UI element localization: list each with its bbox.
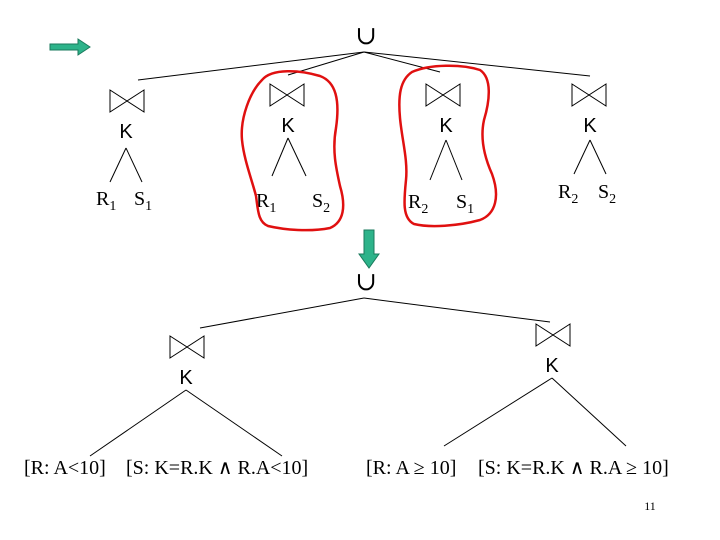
relation-left: R1 xyxy=(96,188,116,214)
join-key-label: K xyxy=(119,121,133,143)
down-arrow-icon xyxy=(358,229,380,269)
top-join-3: K R2 S1 xyxy=(398,64,498,228)
relation-right: S1 xyxy=(456,191,474,217)
top-union-edges xyxy=(137,51,591,81)
leaf-s-low: [S: K=R.K ∧ R.A<10] xyxy=(126,457,308,479)
highlight-outline xyxy=(240,69,345,232)
top-join-2: K R1 S2 xyxy=(240,69,345,232)
leaf-r-high: [R: A ≥ 10] xyxy=(366,457,456,479)
relation-left: R1 xyxy=(256,190,276,216)
highlight-outline xyxy=(398,64,498,228)
join-key-label: K xyxy=(583,115,597,137)
join-key-label: K xyxy=(281,115,295,137)
relation-right: S2 xyxy=(598,181,616,207)
join-key-label: K xyxy=(439,115,453,137)
bowtie-join-icon xyxy=(535,323,571,347)
join-key-label: K xyxy=(179,367,193,389)
relation-right: S1 xyxy=(134,188,152,214)
relation-left: R2 xyxy=(558,181,578,207)
leaf-s-high: [S: K=R.K ∧ R.A ≥ 10] xyxy=(478,457,669,479)
relation-right: S2 xyxy=(312,190,330,216)
top-union-symbol: ∪ xyxy=(355,21,377,50)
bottom-union-edges xyxy=(199,297,551,329)
join-key-label: K xyxy=(545,355,559,377)
bottom-leaf-labels: [R: A<10] [S: K=R.K ∧ R.A<10] [R: A ≥ 10… xyxy=(24,457,669,479)
pointer-arrow-icon xyxy=(49,38,91,56)
bowtie-join-icon xyxy=(169,335,205,359)
bowtie-join-icon xyxy=(109,89,145,113)
bottom-union-symbol: ∪ xyxy=(355,267,377,296)
top-join-4: K R2 S2 xyxy=(558,83,616,207)
bowtie-join-icon xyxy=(571,83,607,107)
leaf-r-low: [R: A<10] xyxy=(24,457,106,479)
top-join-1: K R1 S1 xyxy=(96,89,152,214)
bottom-join-2: K xyxy=(443,323,627,447)
relation-left: R2 xyxy=(408,191,428,217)
bottom-join-1: K xyxy=(89,335,283,457)
bowtie-join-icon xyxy=(269,83,305,107)
page-number: 11 xyxy=(644,499,656,513)
bowtie-join-icon xyxy=(425,83,461,107)
